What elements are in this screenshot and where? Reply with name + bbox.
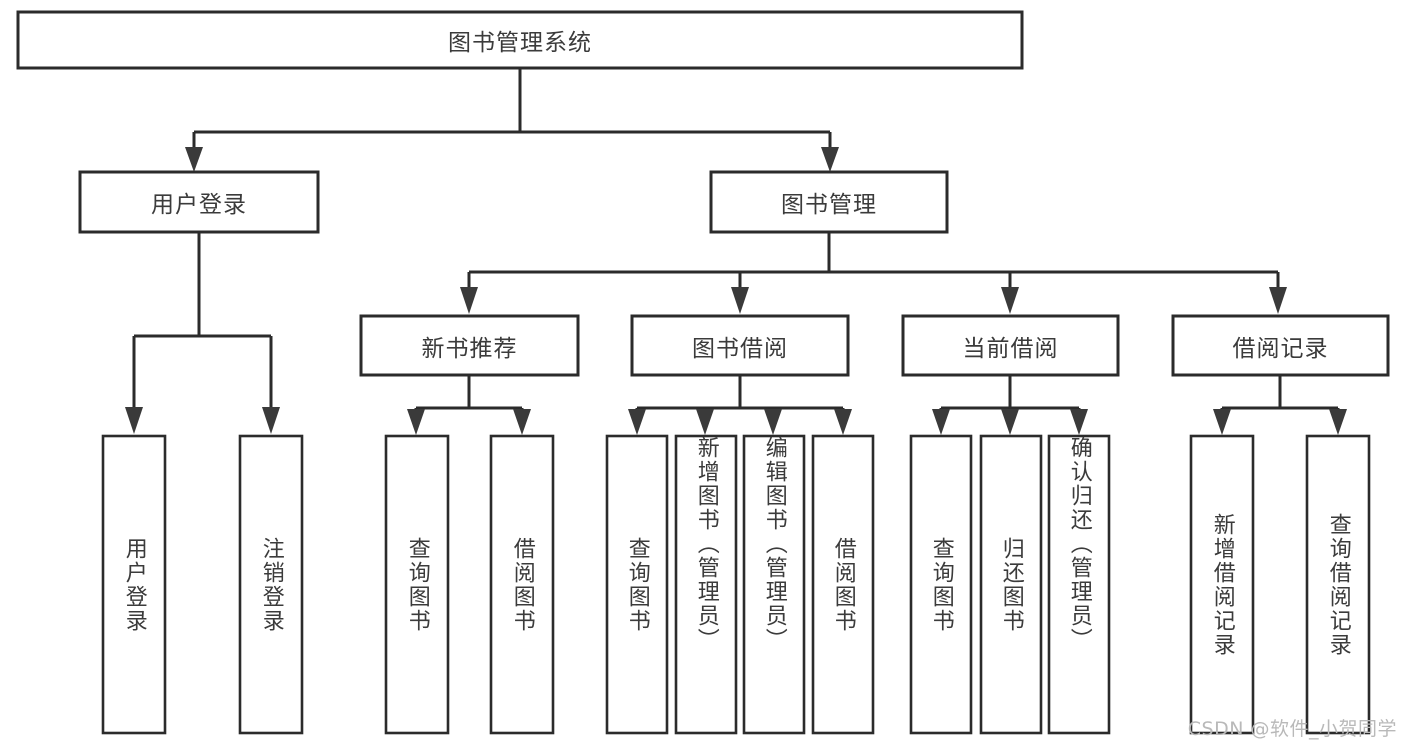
- node-new-book-box[interactable]: [359, 314, 580, 377]
- arrow-head-to-new-book: [460, 287, 478, 314]
- arrow-head-user-login-leaf2: [262, 407, 280, 434]
- node-leaf-nb-borrow-book-box[interactable]: [489, 434, 555, 735]
- arrow-head-user-login-leaf1: [125, 407, 143, 434]
- arrow-head-book-borrow-leaf3: [764, 409, 782, 435]
- arrow-head-borrow-record-leaf2: [1329, 409, 1347, 435]
- arrow-head-to-borrow-record: [1269, 287, 1287, 314]
- node-leaf-bb-borrow-book-box[interactable]: [811, 434, 875, 735]
- node-leaf-user-login-box[interactable]: [101, 434, 167, 735]
- node-book-borrow-box[interactable]: [630, 314, 850, 377]
- node-current-borrow-box[interactable]: [901, 314, 1120, 377]
- arrow-head-to-user-login: [185, 147, 203, 172]
- node-borrow-record-box[interactable]: [1171, 314, 1390, 377]
- arrow-head-to-current-borrow: [1001, 287, 1019, 314]
- arrow-head-to-book-manage: [821, 147, 839, 172]
- node-leaf-logout-box[interactable]: [238, 434, 304, 735]
- arrow-head-book-borrow-leaf2: [696, 409, 714, 435]
- node-leaf-cb-confirm-return-box[interactable]: [1047, 434, 1111, 735]
- arrow-head-new-book-leaf1: [407, 409, 425, 435]
- node-leaf-bb-query-book-box[interactable]: [605, 434, 669, 735]
- node-leaf-br-query-record-box[interactable]: [1305, 434, 1371, 735]
- arrow-head-current-borrow-leaf2: [1001, 409, 1019, 435]
- arrow-head-book-borrow-leaf1: [628, 409, 646, 435]
- arrow-head-current-borrow-leaf3: [1070, 409, 1088, 435]
- node-leaf-bb-add-book-box[interactable]: [674, 434, 738, 735]
- node-user-login-box[interactable]: [78, 170, 320, 234]
- node-leaf-cb-query-book-box[interactable]: [909, 434, 973, 735]
- node-leaf-cb-return-book-box[interactable]: [979, 434, 1043, 735]
- arrow-head-book-borrow-leaf4: [834, 409, 852, 435]
- arrow-head-new-book-leaf2: [513, 409, 531, 435]
- arrow-head-to-book-borrow: [731, 287, 749, 314]
- arrow-head-current-borrow-leaf1: [932, 409, 950, 435]
- node-leaf-bb-edit-book-box[interactable]: [742, 434, 806, 735]
- node-leaf-nb-query-book-box[interactable]: [384, 434, 450, 735]
- node-root-box[interactable]: [16, 10, 1024, 70]
- node-leaf-br-add-record-box[interactable]: [1189, 434, 1255, 735]
- node-book-manage-box[interactable]: [709, 170, 949, 234]
- arrow-head-borrow-record-leaf1: [1213, 409, 1231, 435]
